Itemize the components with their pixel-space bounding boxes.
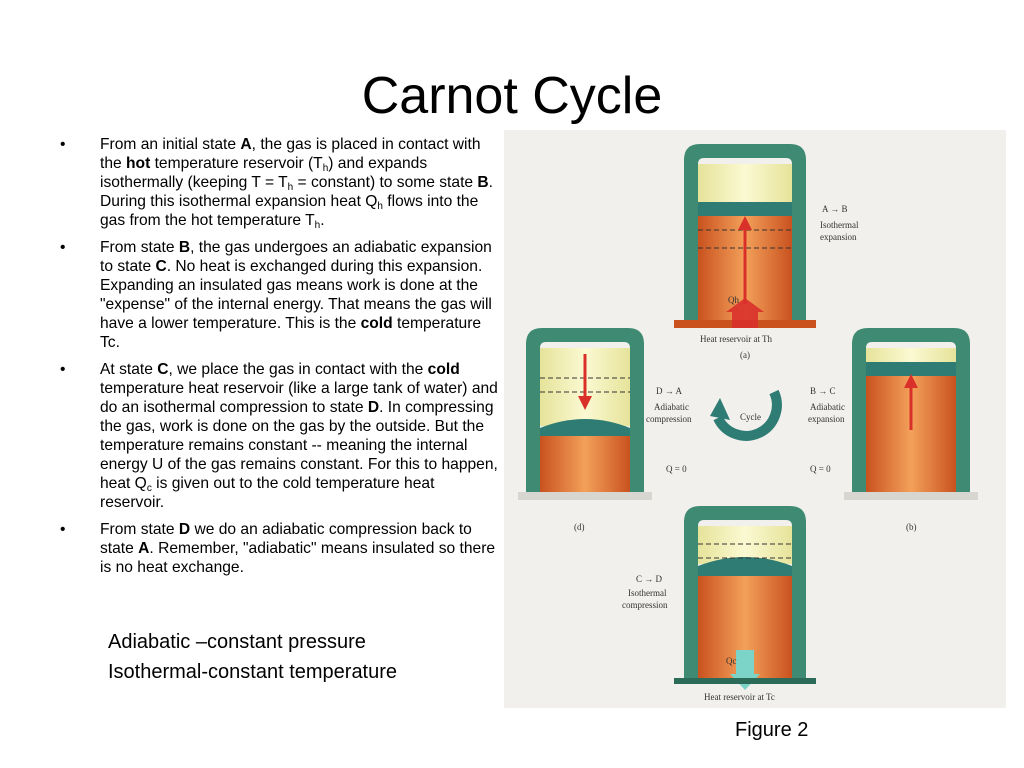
carnot-diagram: Qh Heat reservoir at Th (a) A → B Isothe… — [518, 144, 978, 702]
label-qh: Qh — [728, 295, 739, 305]
label-cycle: Cycle — [740, 412, 761, 422]
label-a-kind2: expansion — [820, 232, 857, 242]
label-hot-reservoir: Heat reservoir at Th — [700, 334, 773, 344]
figure-caption: Figure 2 — [735, 719, 809, 741]
summary-adiabatic: Adiabatic –constant pressure — [108, 631, 366, 653]
label-a: (a) — [740, 350, 750, 360]
label-a-step: A → B — [822, 204, 848, 214]
bullet-item-2: • From state B, the gas undergoes an adi… — [60, 239, 492, 351]
bullet-marker: • — [60, 521, 66, 538]
label-cold-reservoir: Heat reservoir at Tc — [704, 692, 775, 702]
label-b-q: Q = 0 — [810, 464, 831, 474]
summary-isothermal: Isothermal-constant temperature — [108, 661, 398, 683]
label-c-kind2: compression — [622, 600, 668, 610]
label-d-step: D → A — [656, 386, 683, 396]
label-b-step: B → C — [810, 386, 836, 396]
carnot-cycle-figure: Qh Heat reservoir at Th (a) A → B Isothe… — [504, 130, 1006, 708]
label-a-kind1: Isothermal — [820, 220, 859, 230]
label-b: (b) — [906, 522, 917, 532]
cylinder-a: Qh Heat reservoir at Th (a) A → B Isothe… — [674, 144, 859, 360]
bullet-marker: • — [60, 361, 66, 378]
cylinder-d: (d) D → A Adiabatic compression Q = 0 — [518, 328, 692, 532]
label-d: (d) — [574, 522, 585, 532]
label-d-kind2: compression — [646, 414, 692, 424]
bullet-marker: • — [60, 239, 66, 256]
label-c-kind1: Isothermal — [628, 588, 667, 598]
label-c-step: C → D — [636, 574, 663, 584]
bullet-item-1: • From an initial state A, the gas is pl… — [60, 136, 494, 231]
bullet-item-3: • At state C, we place the gas in contac… — [60, 361, 498, 511]
bullet-marker: • — [60, 136, 66, 153]
label-b-kind1: Adiabatic — [810, 402, 845, 412]
cycle-arrow-icon: Cycle — [710, 389, 782, 441]
label-b-kind2: expansion — [808, 414, 845, 424]
cylinder-c: Qc Heat reservoir at Tc C → D Isothermal… — [622, 506, 816, 702]
bullet-list: • From an initial state A, the gas is pl… — [60, 135, 500, 585]
label-d-kind1: Adiabatic — [654, 402, 689, 412]
bullet-item-4: • From state D we do an adiabatic compre… — [60, 521, 496, 576]
summary-lines: Adiabatic –constant pressure Isothermal-… — [108, 627, 397, 687]
label-qc: Qc — [726, 656, 737, 666]
slide-title: Carnot Cycle — [361, 67, 663, 125]
cylinder-b: (b) B → C Adiabatic expansion Q = 0 — [808, 328, 978, 532]
label-d-q: Q = 0 — [666, 464, 687, 474]
